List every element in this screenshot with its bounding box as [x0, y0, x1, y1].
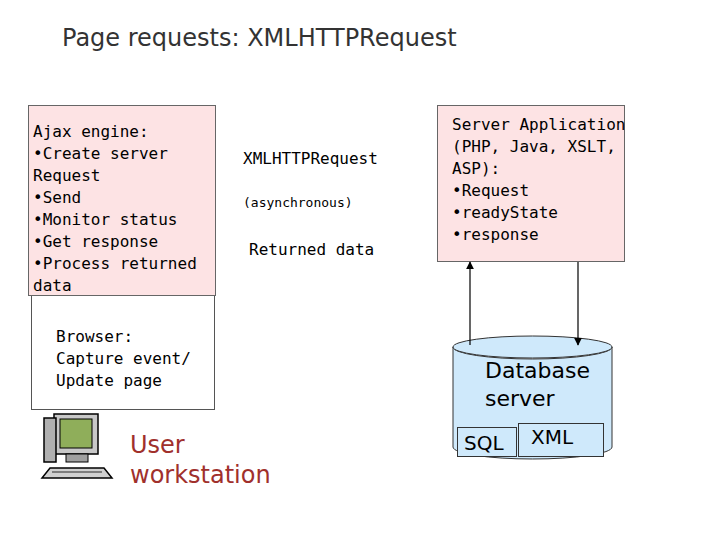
async-label: (asynchronous)	[243, 195, 443, 211]
server-application-box: Server Application (PHP, Java, XSLT, ASP…	[437, 105, 625, 262]
node-text: •Request	[452, 180, 627, 202]
workstation-label: User workstation	[130, 430, 280, 490]
returned-data-label: Returned data	[249, 240, 449, 260]
ajax-engine-box: Ajax engine:•Create server Request•Send•…	[28, 105, 216, 296]
node-text: •Create server Request	[33, 143, 214, 187]
sql-box: SQL	[457, 427, 517, 457]
node-text: XML	[531, 424, 603, 450]
request-label: XMLHTTPRequest	[243, 149, 443, 169]
node-text: Database server	[485, 357, 610, 413]
node-text: •readyState	[452, 202, 627, 224]
node-text: Browser: Capture event/ Update page	[56, 326, 196, 392]
database-cylinder: Database serverSQL XML	[452, 335, 613, 460]
diagram-title: Page requests: XMLHTTPRequest	[62, 24, 457, 52]
node-text: •Send	[33, 187, 214, 209]
node-text: •Get response	[33, 231, 214, 253]
node-text: Ajax engine:	[33, 121, 214, 143]
xml-box: XML	[518, 423, 604, 457]
node-text: •Process returned data	[33, 253, 214, 297]
node-text: •Monitor status	[33, 209, 214, 231]
node-text: •response	[452, 224, 627, 246]
node-text: Server Application (PHP, Java, XSLT, ASP…	[452, 114, 627, 180]
browser-box: Browser: Capture event/ Update page Ajax …	[31, 105, 215, 410]
node-text: SQL	[464, 430, 518, 456]
connector-arrow	[469, 262, 470, 345]
connector-arrow	[577, 262, 578, 345]
